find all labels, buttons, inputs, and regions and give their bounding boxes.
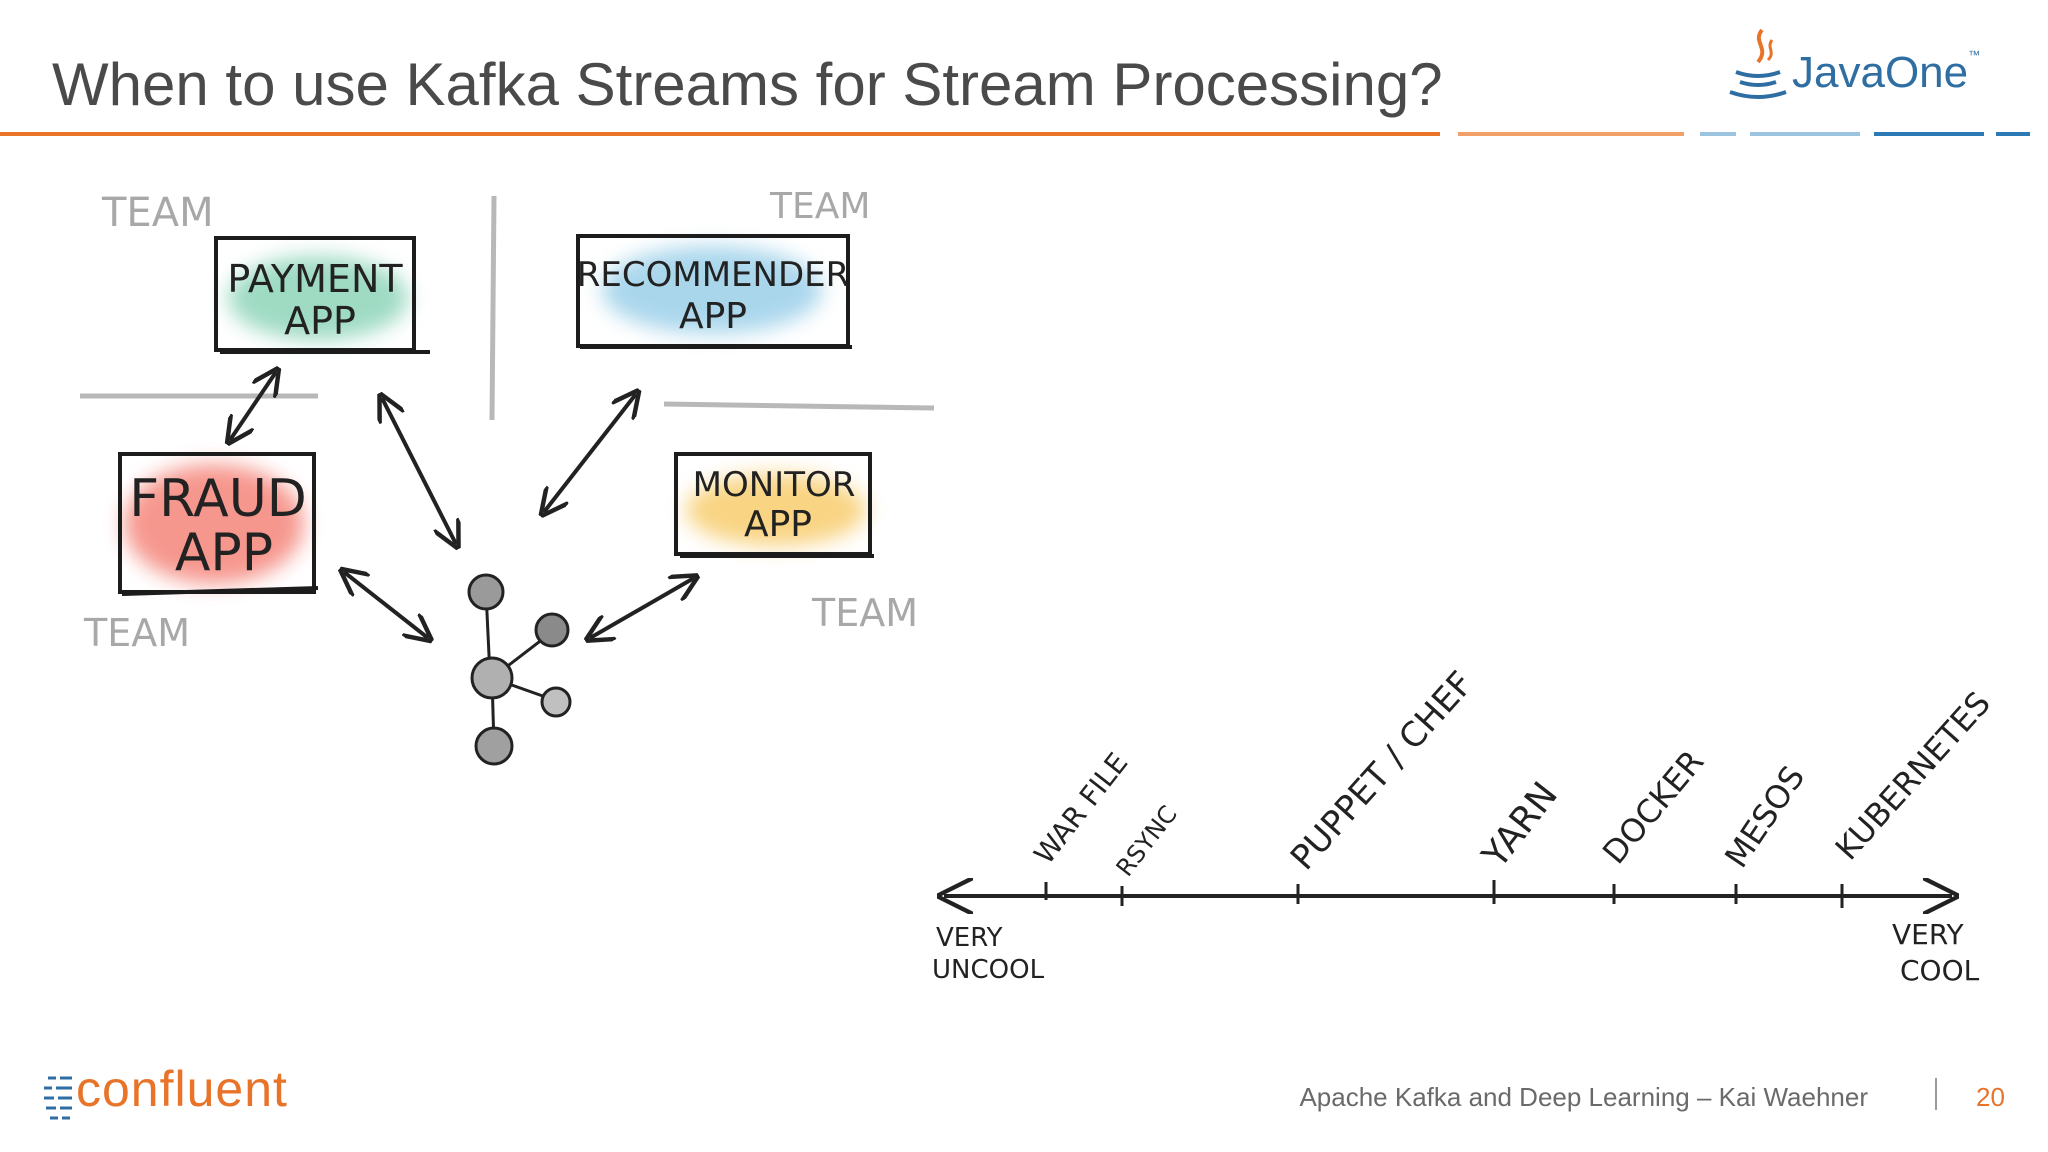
scale-right-label: VERY (1892, 918, 1965, 951)
slide-title: When to use Kafka Streams for Stream Pro… (52, 51, 1443, 118)
fraud-app-box: FRAUD APP (118, 452, 319, 596)
scale-label: RSYNC (1111, 800, 1183, 881)
bidirectional-arrow (344, 572, 428, 638)
confluent-mark-icon (44, 1076, 72, 1120)
javaone-wordmark: JavaOne™ (1792, 48, 1980, 98)
scale-label: YARN (1474, 775, 1566, 876)
confluent-wordmark: confluent (76, 1061, 288, 1117)
javaone-logo: JavaOne™ (1722, 26, 1980, 106)
scale-left-label: VERY (936, 923, 1003, 953)
team-label: TEAM (811, 591, 918, 635)
scale-label: DOCKER (1595, 743, 1711, 871)
bidirectional-arrow (590, 578, 694, 638)
decorative-rule-segment (1700, 132, 1736, 136)
page-number: 20 (1976, 1082, 2005, 1112)
decorative-rule-segment (1874, 132, 1984, 136)
fraud-app-sublabel: APP (175, 523, 273, 583)
monitor-app-label: MONITOR (693, 465, 856, 505)
decorative-rule-segment (1750, 132, 1860, 136)
title-underline (0, 132, 1440, 136)
recommender-app-label: RECOMMENDER (577, 255, 849, 295)
team-label: TEAM (101, 190, 214, 236)
team-label: TEAM (769, 186, 870, 227)
divider-line (663, 401, 935, 411)
fraud-app-label: FRAUD (129, 469, 307, 529)
payment-app-box: PAYMENT APP (214, 236, 430, 354)
scale-label: KUBERNETES (1828, 684, 1998, 867)
decorative-rule-segment (1458, 132, 1684, 136)
monitor-app-box: MONITOR APP (674, 452, 874, 558)
decorative-rule-segment (1996, 132, 2030, 136)
scale-right-label-2: COOL (1900, 954, 1980, 987)
kafka-cluster-icon (467, 573, 572, 766)
bidirectional-arrow (544, 394, 636, 512)
divider-line (489, 195, 497, 421)
payment-app-label: PAYMENT (227, 257, 403, 301)
team-label: TEAM (83, 611, 190, 655)
recommender-app-box: RECOMMENDER APP (576, 234, 852, 349)
scale-label: PUPPET / CHEF (1283, 664, 1481, 878)
footer-text: Apache Kafka and Deep Learning – Kai Wae… (1299, 1082, 1868, 1112)
bidirectional-arrow (230, 372, 276, 440)
java-cup-icon (1729, 28, 1787, 99)
scale-ticks (1044, 880, 1844, 908)
scale-label: MESOS (1717, 759, 1812, 874)
monitor-app-sublabel: APP (744, 504, 812, 545)
coolness-scale: WAR FILE RSYNC PUPPET / CHEF YARN DOCKER… (932, 664, 1998, 987)
scale-left-label-2: UNCOOL (932, 955, 1045, 985)
javaone-wordmark-text: JavaOne (1792, 48, 1969, 97)
recommender-app-sublabel: APP (679, 296, 747, 337)
footer-divider (1935, 1078, 1937, 1110)
scale-label: WAR FILE (1028, 747, 1135, 871)
javaone-trademark: ™ (1968, 48, 1981, 62)
confluent-logo: confluent (42, 1061, 322, 1128)
payment-app-sublabel: APP (284, 299, 356, 343)
bidirectional-arrow (382, 398, 456, 544)
